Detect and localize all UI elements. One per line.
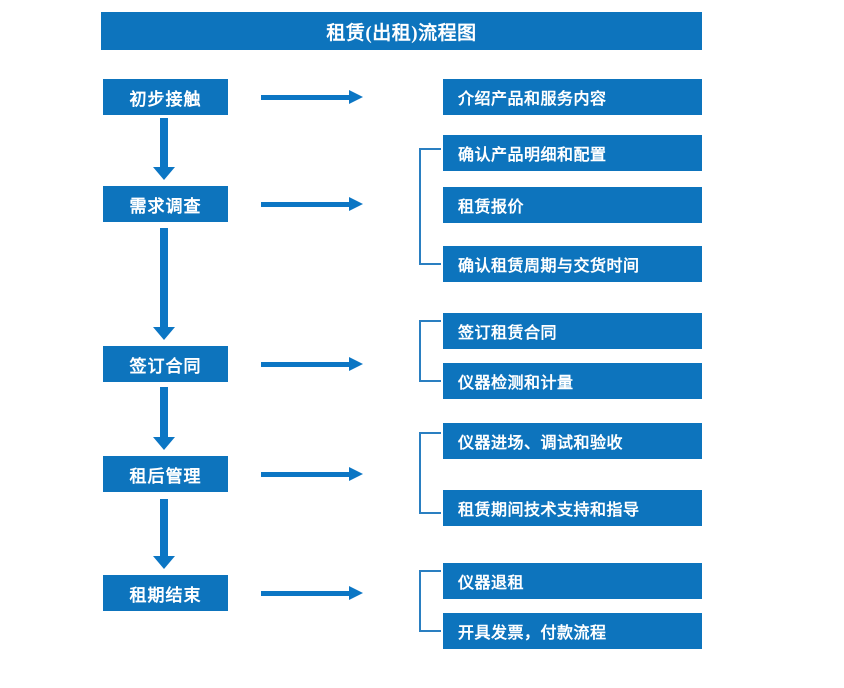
detail-box-instrument-return[interactable]: 仪器退租 (443, 563, 702, 599)
arrow-shaft (160, 228, 168, 327)
chart-title: 租赁(出租)流程图 (101, 12, 702, 50)
vertical-arrow-3 (153, 387, 175, 450)
arrow-shaft (261, 95, 349, 100)
horizontal-arrow-5 (261, 586, 363, 600)
arrow-shaft (261, 472, 349, 477)
arrow-shaft (261, 362, 349, 367)
horizontal-arrow-2 (261, 197, 363, 211)
arrow-head-right-icon (349, 357, 363, 371)
arrow-head-right-icon (349, 197, 363, 211)
group-bracket-sign-contract (419, 320, 441, 382)
arrow-head-down-icon (153, 556, 175, 569)
vertical-arrow-2 (153, 228, 175, 340)
horizontal-arrow-3 (261, 357, 363, 371)
arrow-shaft (261, 202, 349, 207)
group-bracket-post-rental-mgmt (419, 432, 441, 514)
detail-box-instrument-delivery[interactable]: 仪器进场、调试和验收 (443, 423, 702, 459)
arrow-head-down-icon (153, 437, 175, 450)
stage-box-lease-end[interactable]: 租期结束 (103, 575, 228, 611)
detail-box-rental-quotation[interactable]: 租赁报价 (443, 187, 702, 223)
arrow-shaft (160, 499, 168, 556)
horizontal-arrow-1 (261, 90, 363, 104)
vertical-arrow-4 (153, 499, 175, 569)
stage-box-demand-survey[interactable]: 需求调查 (103, 186, 228, 222)
vertical-arrow-1 (153, 118, 175, 180)
arrow-head-right-icon (349, 467, 363, 481)
detail-box-sign-lease-contract[interactable]: 签订租赁合同 (443, 313, 702, 349)
stage-box-initial-contact[interactable]: 初步接触 (103, 79, 228, 115)
detail-box-confirm-lease-period[interactable]: 确认租赁周期与交货时间 (443, 246, 702, 282)
group-bracket-lease-end (419, 570, 441, 632)
stage-box-post-rental-mgmt[interactable]: 租后管理 (103, 456, 228, 492)
detail-box-intro-products[interactable]: 介绍产品和服务内容 (443, 79, 702, 115)
arrow-shaft (160, 387, 168, 437)
stage-box-sign-contract[interactable]: 签订合同 (103, 346, 228, 382)
arrow-head-down-icon (153, 167, 175, 180)
detail-box-tech-support[interactable]: 租赁期间技术支持和指导 (443, 490, 702, 526)
group-bracket-demand-survey (419, 148, 441, 265)
arrow-shaft (160, 118, 168, 167)
arrow-shaft (261, 591, 349, 596)
detail-box-invoice-payment[interactable]: 开具发票，付款流程 (443, 613, 702, 649)
arrow-head-right-icon (349, 586, 363, 600)
arrow-head-right-icon (349, 90, 363, 104)
horizontal-arrow-4 (261, 467, 363, 481)
detail-box-confirm-product-spec[interactable]: 确认产品明细和配置 (443, 135, 702, 171)
detail-box-instrument-inspection[interactable]: 仪器检测和计量 (443, 363, 702, 399)
arrow-head-down-icon (153, 327, 175, 340)
